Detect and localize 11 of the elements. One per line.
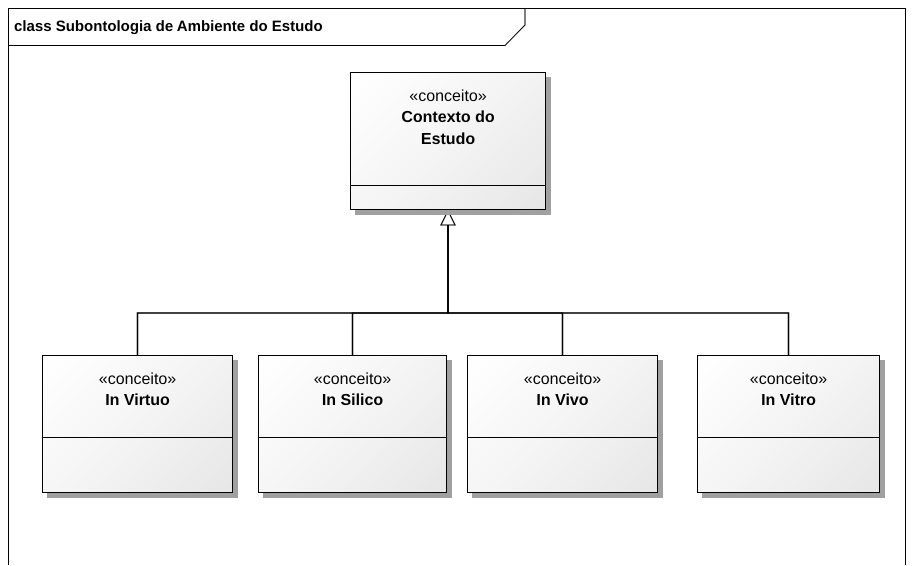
stereotype-label: «conceito»	[98, 370, 176, 390]
stereotype-label: «conceito»	[524, 370, 602, 390]
stereotype-label: «conceito»	[314, 370, 392, 390]
class-name: In Silico	[322, 391, 384, 411]
class-name: In Vitro	[761, 391, 816, 411]
class-name: In Vivo	[536, 391, 589, 411]
class-name: In Virtuo	[105, 391, 170, 411]
stereotype-label: «conceito»	[750, 370, 828, 390]
frame-title: class Subontologia de Ambiente do Estudo	[14, 18, 323, 35]
stereotype-label: «conceito»	[409, 87, 487, 107]
class-name: Contexto do Estudo	[400, 108, 496, 150]
